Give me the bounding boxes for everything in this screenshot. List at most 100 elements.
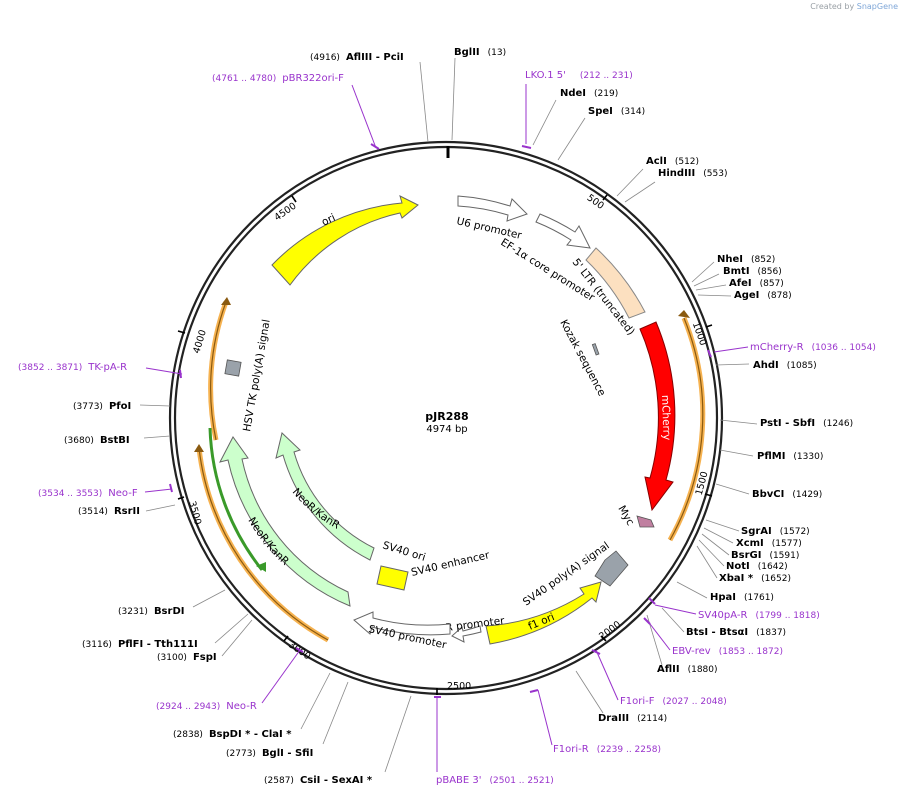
plasmid-name: pJR288 (425, 410, 468, 423)
feature-sv40-ori[interactable] (376, 565, 409, 591)
primer-label-pbabe[interactable]: pBABE 3'(2501 .. 2521) (436, 775, 554, 786)
primer-label-mcherryr[interactable]: mCherry-R(1036 .. 1054) (750, 342, 876, 353)
primer-line-neof (144, 488, 173, 493)
enzyme-label-spei[interactable]: SpeI(314) (588, 106, 645, 117)
tick-mark (177, 496, 185, 500)
feature-ampr-promoter[interactable] (451, 625, 482, 643)
tick-mark (602, 194, 608, 201)
leader-agei (697, 294, 732, 297)
enzyme-label-agei[interactable]: AgeI(878) (734, 290, 792, 301)
primer-label-tkpar[interactable]: (3852 .. 3871)TK-pA-R (18, 362, 127, 373)
enzyme-label-sgrai[interactable]: SgrAI(1572) (741, 526, 810, 537)
enzyme-label-fspi[interactable]: (3100)FspI (157, 652, 217, 663)
enzyme-label-hpai[interactable]: HpaI(1761) (710, 592, 774, 603)
feature-label-myc: Myc (615, 504, 636, 528)
enzyme-label-bsrgi[interactable]: BsrGI(1591) (731, 550, 799, 561)
primer-label-neor[interactable]: (2924 .. 2943)Neo-R (156, 701, 257, 712)
leader-xbai (696, 545, 718, 579)
primer-line-mcherryr (713, 346, 749, 353)
enzyme-label-pcii[interactable]: (4916)AflIII - PciI (310, 52, 404, 63)
enzyme-label-bglii[interactable]: BglII(13) (454, 47, 506, 58)
feature-ori[interactable] (271, 195, 419, 286)
enzyme-label-ahdi[interactable]: AhdI(1085) (753, 360, 817, 371)
tick-mark (291, 195, 297, 203)
primer-label-neof[interactable]: (3534 .. 3553)Neo-F (38, 488, 138, 499)
primer-line-sv40par (654, 604, 697, 615)
tick-label: 3500 (186, 500, 203, 526)
enzyme-label-nhei[interactable]: NheI(852) (717, 254, 775, 265)
primer-line-tkpar (145, 367, 183, 375)
feature-f1-ori[interactable] (485, 581, 602, 645)
primer-label-lko[interactable]: LKO.1 5'(212 .. 231) (525, 70, 633, 81)
primer-label-ebvrev[interactable]: EBV-rev(1853 .. 1872) (672, 646, 783, 657)
enzyme-label-pflmi[interactable]: PflMI(1330) (757, 451, 823, 462)
enzyme-label-afei[interactable]: AfeI(857) (729, 278, 784, 289)
enzyme-label-bsrdi[interactable]: (3231)BsrDI (118, 606, 184, 617)
feature-neor-kanr-1[interactable] (275, 432, 375, 561)
tick-label: 2500 (447, 681, 471, 692)
leader-sfii (322, 681, 349, 745)
feature-ef1a-promoter[interactable] (535, 213, 591, 249)
feature-u6-promoter[interactable] (457, 195, 528, 222)
enzyme-label-hindiii[interactable]: HindIII(553) (658, 168, 727, 179)
feature-label-sv40ori: SV40 ori (381, 539, 427, 563)
primer-label-f1orif[interactable]: F1ori-F(2027 .. 2048) (620, 696, 727, 707)
leader-hpai (676, 581, 708, 599)
enzyme-label-xbai[interactable]: XbaI *(1652) (719, 573, 791, 584)
snapgene-credit: Created by SnapGene (810, 2, 898, 11)
leader-clai (300, 672, 331, 730)
primer-line-f1orir (537, 689, 553, 746)
primer-leader-lines (144, 84, 749, 772)
enzyme-label-btsai[interactable]: BtsI - BtsαI(1837) (686, 627, 786, 638)
credit-prefix: Created by (810, 2, 855, 11)
enzyme-label-ndei[interactable]: NdeI(219) (560, 88, 618, 99)
enzyme-label-bstbi[interactable]: (3680)BstBI (64, 435, 130, 446)
enzyme-label-sbfi[interactable]: PstI - SbfI(1246) (760, 418, 853, 429)
primer-label-pbr322[interactable]: (4761 .. 4780)pBR322ori-F (212, 73, 344, 84)
enzyme-label-aflii[interactable]: AflII(1880) (657, 664, 718, 675)
enzyme-label-xcmi[interactable]: XcmI(1577) (736, 538, 802, 549)
enzyme-label-rsrii[interactable]: (3514)RsrII (78, 506, 140, 517)
feature-label-kozak: Kozak sequence (557, 318, 607, 398)
leader-xcmi (703, 527, 734, 544)
feature-label-mcherry: mCherry (659, 395, 673, 441)
enzyme-label-pfoi[interactable]: (3773)PfoI (73, 401, 131, 412)
leader-fspi (221, 619, 253, 657)
primer-line-ebvrev (646, 619, 671, 651)
primer-label-sv40par[interactable]: SV40pA-R(1799 .. 1818) (698, 610, 820, 621)
feature-hsv-tk-polyA[interactable] (224, 359, 242, 377)
primer-mark-pbr322 (370, 143, 380, 150)
enzyme-label-acli[interactable]: AclI(512) (646, 156, 699, 167)
enzyme-label-bbvci[interactable]: BbvCI(1429) (752, 489, 822, 500)
enzyme-label-sexai[interactable]: (2587)CsiI - SexAI * (264, 775, 373, 786)
leader-pflmi (719, 449, 754, 457)
primer-label-f1orir[interactable]: F1ori-R(2239 .. 2258) (553, 744, 661, 755)
feature-sv40-polyA[interactable] (594, 550, 629, 587)
leader-pcii (419, 61, 429, 143)
leader-bstbi (143, 435, 171, 439)
leader-sgrai (705, 519, 740, 532)
feature-myc[interactable] (636, 515, 655, 528)
feature-kozak[interactable] (591, 343, 600, 356)
primer-mark-lko (521, 145, 532, 149)
feature-neor-kanr-2[interactable] (219, 436, 351, 607)
feature-mcherry[interactable] (639, 321, 676, 512)
leader-spei (557, 117, 586, 161)
leader-nhei (691, 261, 715, 283)
leader-bbvci (715, 483, 750, 495)
leader-bsrgi (701, 533, 730, 556)
leader-btsai (661, 607, 685, 633)
enzyme-label-clai[interactable]: (2838)BspDI * - ClaI * (173, 729, 292, 740)
primer-labels: (4761 .. 4780)pBR322ori-F LKO.1 5'(212 .… (18, 70, 876, 786)
enzyme-label-sfii[interactable]: (2773)BglI - SfiI (226, 748, 313, 759)
enzyme-label-tth111i[interactable]: (3116)PflFI - Tth111I (82, 639, 198, 650)
tick-label: 500 (585, 192, 606, 211)
feature-5ltr[interactable] (585, 247, 646, 319)
annotation-arcs (194, 297, 706, 643)
enzyme-label-noti[interactable]: NotI(1642) (726, 561, 788, 572)
enzyme-label-bmti[interactable]: BmtI(856) (723, 266, 782, 277)
primer-mark-tkpar (179, 369, 182, 379)
enzyme-label-draiii[interactable]: DraIII(2114) (598, 713, 667, 724)
leader-acli (616, 168, 644, 197)
feature-sv40-promoter[interactable] (353, 611, 451, 636)
